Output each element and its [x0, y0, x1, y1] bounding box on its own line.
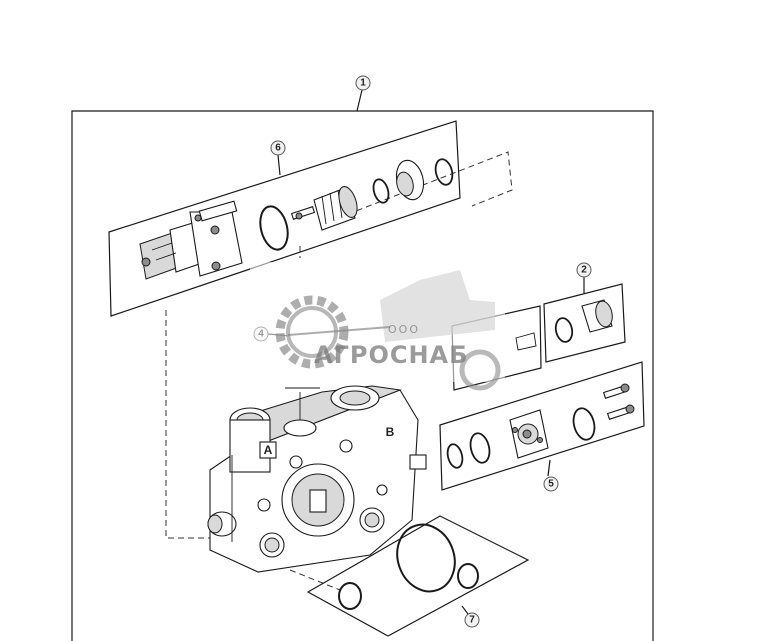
panel-6: [108, 120, 461, 317]
valve-body: [207, 385, 427, 573]
callout-6[interactable]: 6: [270, 140, 286, 156]
callout-7[interactable]: 7: [464, 612, 480, 628]
o-ring-6b: [372, 178, 390, 204]
svg-text:5: 5: [548, 479, 554, 490]
bolt-5a: [602, 383, 630, 399]
spring-spool: [313, 186, 358, 231]
callout-5[interactable]: 5: [543, 476, 559, 492]
valve-cap-6: [395, 159, 425, 201]
svg-text:B: B: [386, 425, 395, 439]
callout-1[interactable]: 1: [355, 75, 371, 91]
watermark-logo: ООО АГРОСНАБ: [250, 262, 505, 391]
bolt-5b: [606, 404, 635, 420]
parts-5: [446, 383, 635, 469]
o-ring-6a: [259, 205, 289, 251]
watermark-name: АГРОСНАБ: [314, 341, 468, 369]
assembly-frame: [71, 89, 654, 641]
solenoid-actuator: [139, 200, 243, 280]
svg-text:A: A: [264, 443, 273, 457]
svg-text:7: 7: [469, 615, 475, 626]
seals-7: [338, 523, 479, 610]
panel-2: [543, 277, 626, 363]
spool-pin: [290, 206, 316, 220]
panel-7: [306, 515, 530, 637]
callout-2[interactable]: 2: [576, 262, 592, 278]
svg-text:1: 1: [360, 78, 366, 89]
port-b-label: B: [386, 425, 395, 439]
watermark-company-type: ООО: [388, 323, 420, 336]
tractor-icon: [380, 270, 501, 391]
svg-text:6: 6: [275, 143, 281, 154]
port-a-label: A: [259, 441, 277, 459]
svg-text:2: 2: [581, 265, 587, 276]
plug-2: [554, 299, 613, 343]
panel-5: [439, 361, 645, 491]
o-ring-6c: [434, 158, 454, 186]
